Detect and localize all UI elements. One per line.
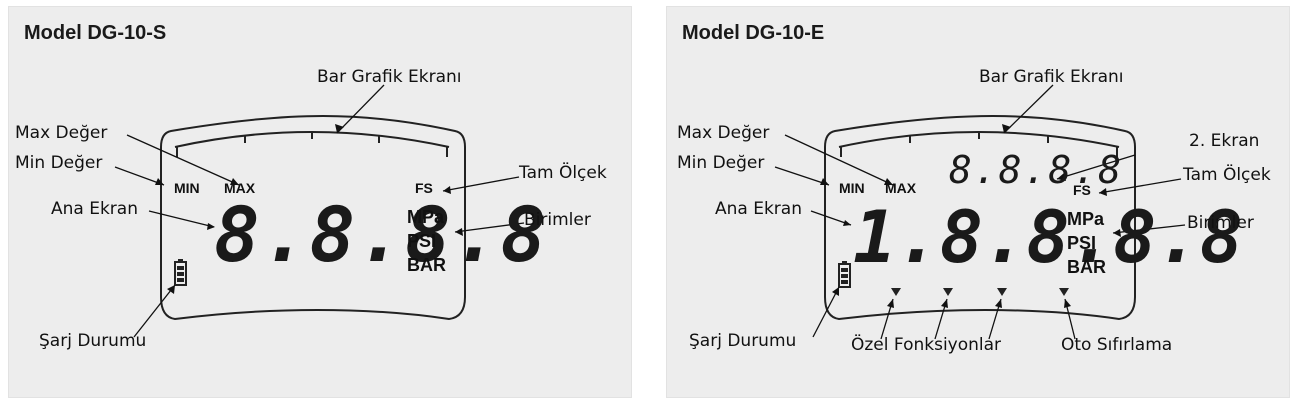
arrow-special-1 (887, 299, 894, 308)
arrow-fs (1099, 188, 1107, 196)
arrow-units (455, 228, 463, 236)
bar-graph-ticks (840, 131, 1118, 157)
arrow-bar-graph (1002, 124, 1011, 133)
panel-title: Model DG-10-S (24, 22, 167, 44)
lcd-main-digits: 8.8.8.8 (214, 190, 549, 279)
arrow-charge (167, 285, 175, 294)
arrow-min (820, 178, 829, 185)
arrow-second (1057, 173, 1066, 181)
lcd-fs-indicator: FS (415, 180, 433, 196)
label-min-value: Min Değer (15, 153, 103, 173)
leader-charge (812, 286, 840, 338)
panel-title: Model DG-10-E (682, 22, 825, 44)
leader-units (1112, 224, 1186, 234)
lcd-unit-psi: PSI (1067, 233, 1097, 253)
arrow-fs (443, 186, 451, 194)
leader-main (148, 210, 215, 228)
model-dg-10-s-panel: Model DG-10-S (8, 6, 632, 398)
label-charge-status: Şarj Durumu (689, 331, 797, 351)
leader-min (114, 166, 165, 186)
lcd-main-digits: 1.8.8.8.8 (853, 195, 1244, 279)
label-full-scale: Tam Ölçek (1183, 165, 1271, 185)
label-full-scale: Tam Ölçek (519, 163, 607, 183)
lcd-unit-bar: BAR (1067, 257, 1106, 277)
label-bar-graph: Bar Grafik Ekranı (317, 67, 462, 87)
leader-min (774, 166, 830, 186)
function-triangle-3 (997, 288, 1007, 296)
lcd-unit-mpa: MPa (407, 207, 445, 227)
arrow-max (884, 178, 893, 185)
lcd-diagram-right (774, 84, 1186, 340)
lcd-min-indicator: MIN (839, 180, 865, 196)
model-dg-10-e-panel: Model DG-10-E (666, 6, 1290, 398)
leader-max (784, 134, 894, 186)
lcd-max-indicator: MAX (885, 180, 917, 196)
leader-charge (133, 284, 176, 338)
arrow-main (843, 220, 851, 226)
arrow-main (207, 223, 215, 230)
function-indicators (891, 288, 1069, 296)
leader-second (1056, 154, 1136, 180)
arrow-min (155, 178, 164, 185)
function-triangle-2 (943, 288, 953, 296)
lcd-max-indicator: MAX (224, 180, 256, 196)
lcd-fs-indicator: FS (1073, 182, 1091, 198)
arrow-special-2 (941, 299, 948, 308)
arrow-auto-zero (1064, 299, 1071, 308)
label-main-display: Ana Ekran (51, 199, 138, 219)
leader-fs (1098, 178, 1182, 194)
label-second-display: 2. Ekran (1189, 131, 1260, 151)
lcd-unit-mpa: MPa (1067, 209, 1105, 229)
lcd-min-indicator: MIN (174, 180, 200, 196)
label-auto-zero: Oto Sıfırlama (1061, 335, 1173, 355)
arrow-units (1113, 229, 1121, 237)
arrow-charge (832, 287, 839, 296)
lcd-outline (824, 115, 1136, 321)
leader-bar-graph (336, 84, 385, 134)
label-main-display: Ana Ekran (715, 199, 802, 219)
function-triangle-1 (891, 288, 901, 296)
battery-icon (174, 259, 187, 286)
label-max-value: Max Değer (677, 123, 770, 143)
function-triangle-4 (1059, 288, 1069, 296)
label-max-value: Max Değer (15, 123, 108, 143)
leader-bar-graph (1003, 84, 1054, 134)
label-special-functions: Özel Fonksiyonlar (851, 335, 1002, 355)
label-units: Birimler (524, 210, 591, 230)
lcd-unit-psi: PSI (407, 231, 437, 251)
label-bar-graph: Bar Grafik Ekranı (979, 67, 1124, 87)
bar-graph-ticks (176, 131, 448, 157)
label-units: Birimler (1187, 213, 1254, 233)
lcd-second-digits: 8.8.8.8 (949, 148, 1124, 192)
battery-icon (838, 261, 851, 288)
leader-fs (442, 176, 520, 192)
arrow-special-3 (995, 299, 1002, 308)
label-min-value: Min Değer (677, 153, 765, 173)
leader-units (454, 222, 525, 233)
label-charge-status: Şarj Durumu (39, 331, 147, 351)
lcd-unit-bar: BAR (407, 255, 446, 275)
leader-max (126, 134, 240, 186)
arrow-max (230, 178, 239, 185)
lcd-diagram-left (114, 84, 525, 338)
arrow-bar-graph (335, 124, 344, 133)
